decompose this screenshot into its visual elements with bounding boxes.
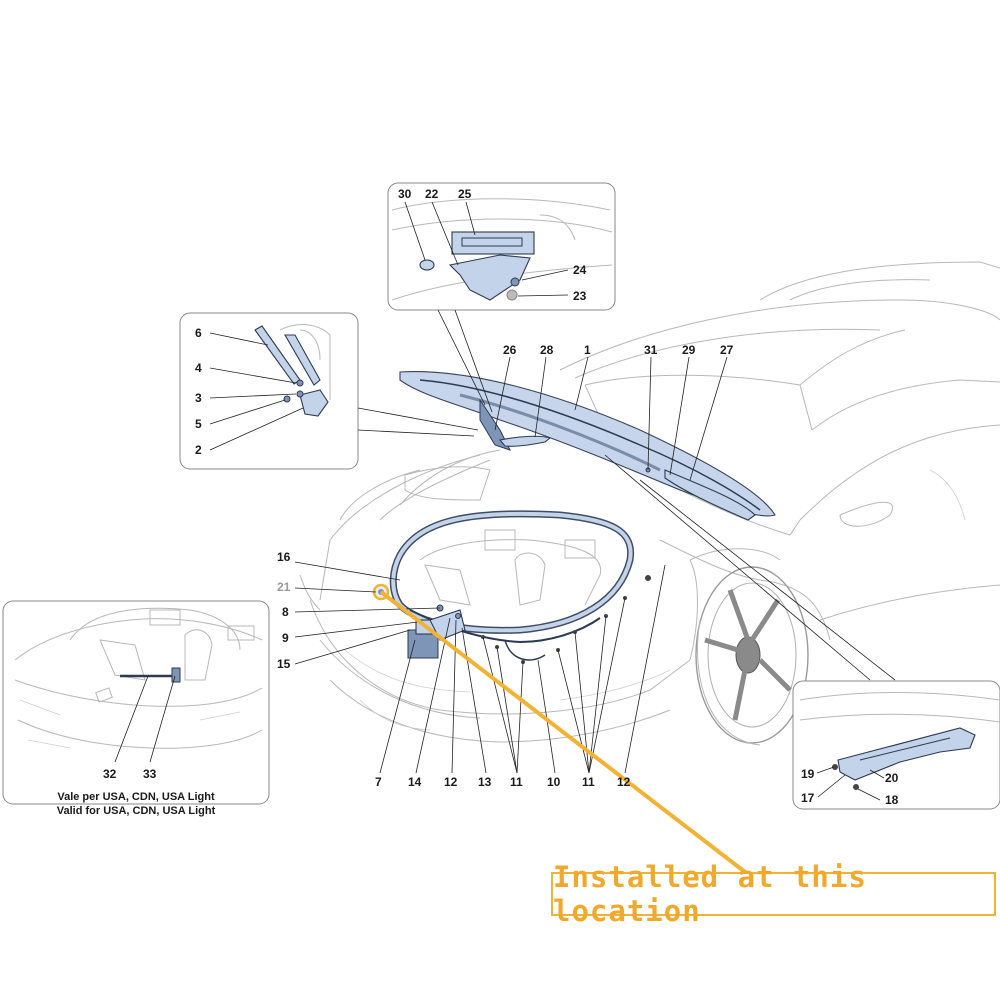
installed-location-banner: Installed at this location (551, 860, 996, 928)
leader-lines (114, 201, 885, 801)
inset-hood-hinge (179, 312, 359, 470)
validity-note-it: Vale per USA, CDN, USA Light (57, 791, 215, 803)
callout-2: 2 (195, 443, 202, 457)
callout-33: 33 (143, 767, 157, 781)
callout-12a: 12 (444, 775, 458, 789)
callout-11b: 11 (582, 775, 595, 789)
callout-14: 14 (408, 775, 422, 789)
callout-3: 3 (195, 391, 202, 405)
callout-9: 9 (282, 631, 289, 645)
inset-usa-version (2, 600, 270, 805)
callout-5: 5 (195, 417, 202, 431)
callout-21: 21 (277, 580, 291, 594)
callout-30: 30 (398, 187, 412, 201)
callout-24: 24 (573, 263, 587, 277)
callout-20: 20 (885, 771, 899, 785)
callout-6: 6 (195, 326, 202, 340)
callout-11a: 11 (510, 775, 523, 789)
callout-1: 1 (584, 343, 591, 357)
inset-connector-lines (357, 309, 896, 681)
callout-28: 28 (540, 343, 554, 357)
hood-panel (399, 371, 776, 521)
callout-16: 16 (277, 550, 291, 564)
callout-27: 27 (720, 343, 734, 357)
callout-22: 22 (425, 187, 439, 201)
validity-note-en: Valid for USA, CDN, USA Light (57, 805, 216, 817)
callout-15: 15 (277, 657, 291, 671)
car-body-outline (299, 261, 1000, 743)
callout-13: 13 (478, 775, 492, 789)
callout-32: 32 (103, 767, 117, 781)
callout-8: 8 (282, 605, 289, 619)
callout-31: 31 (644, 343, 658, 357)
callout-10: 10 (547, 775, 561, 789)
callout-25: 25 (458, 187, 472, 201)
inset-latch-cover (792, 680, 1000, 810)
callout-29: 29 (682, 343, 696, 357)
callout-12b: 12 (617, 775, 631, 789)
callout-17: 17 (801, 791, 815, 805)
callout-7: 7 (375, 775, 382, 789)
callout-19: 19 (801, 767, 815, 781)
callout-numbers: 30 22 25 24 23 6 4 3 5 2 26 28 1 31 29 2… (103, 187, 899, 807)
callout-18: 18 (885, 793, 899, 807)
callout-23: 23 (573, 289, 587, 303)
callout-4: 4 (195, 361, 202, 375)
callout-26: 26 (503, 343, 517, 357)
inset-hood-latch (387, 182, 616, 311)
front-wheel (695, 566, 809, 746)
latch-assembly (372, 583, 466, 659)
location-pointer-line (379, 590, 747, 874)
